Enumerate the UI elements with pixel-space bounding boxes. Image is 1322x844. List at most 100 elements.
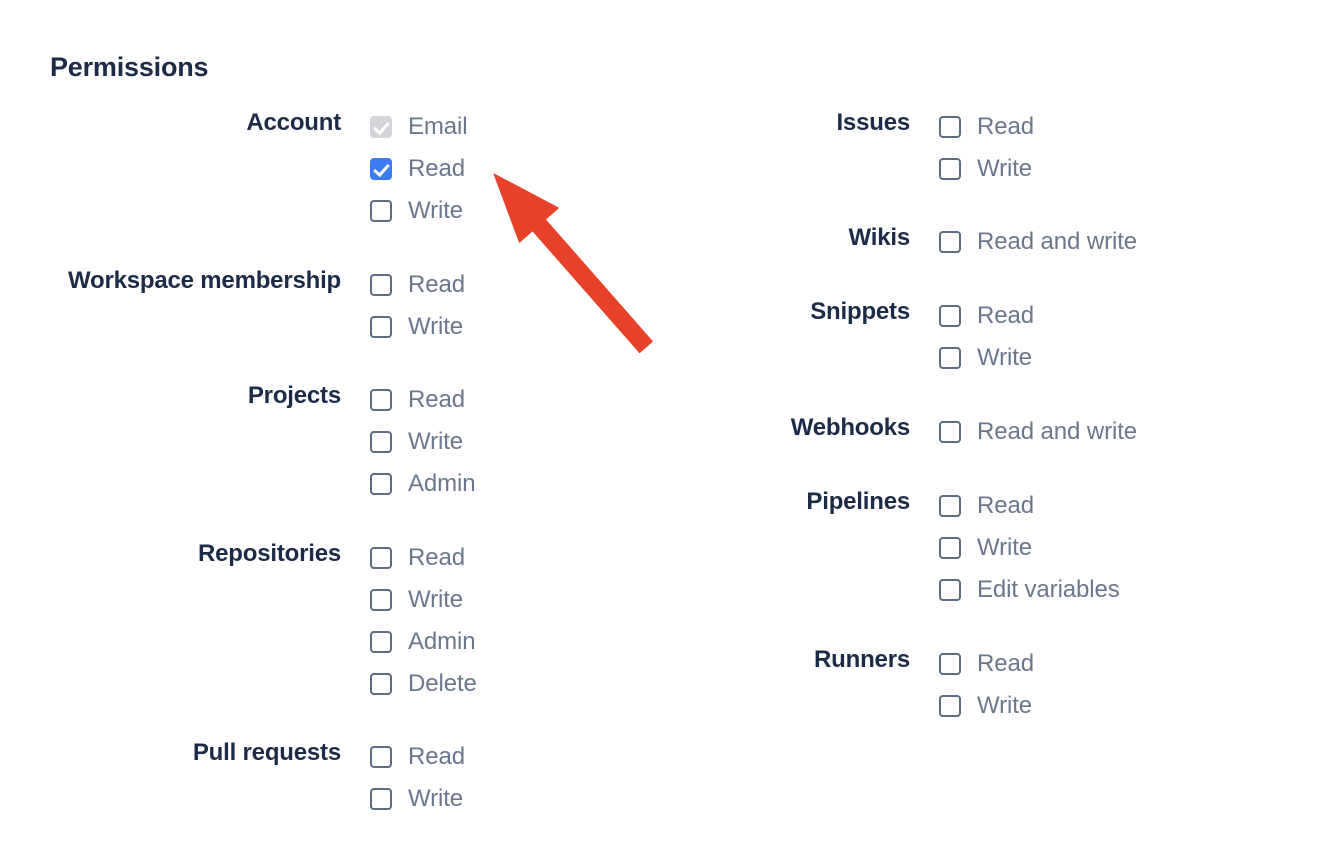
permission-option-row[interactable]: Write xyxy=(370,778,620,820)
permission-option-label: Read xyxy=(408,271,465,298)
permission-option-label: Write xyxy=(977,344,1033,371)
permission-option-row[interactable]: Read xyxy=(939,106,1260,148)
checkbox-unchecked[interactable] xyxy=(370,746,392,768)
permission-option-label: Edit variables xyxy=(977,576,1120,603)
permission-option-row[interactable]: Write xyxy=(939,337,1260,379)
checkbox-unchecked[interactable] xyxy=(939,116,961,138)
permission-option-row[interactable]: Write xyxy=(370,579,620,621)
checkbox-unchecked[interactable] xyxy=(939,231,961,253)
permission-option-row[interactable]: Write xyxy=(939,148,1260,190)
permission-group-label: Repositories xyxy=(198,540,341,567)
permission-option-label: Write xyxy=(408,313,464,340)
permission-option-label: Write xyxy=(408,428,464,455)
permission-option-row[interactable]: Write xyxy=(939,527,1260,569)
permission-option-label: Read xyxy=(977,650,1034,677)
permission-option-row[interactable]: Write xyxy=(370,421,620,463)
permission-option-label: Write xyxy=(977,534,1033,561)
permission-group-label: Runners xyxy=(814,646,910,673)
permission-option-label: Read xyxy=(977,113,1034,140)
permission-option-row[interactable]: Read xyxy=(370,736,620,778)
permission-group: Wikis Read and write xyxy=(660,221,1260,263)
checkbox-unchecked[interactable] xyxy=(939,421,961,443)
permission-option-row[interactable]: Read xyxy=(939,295,1260,337)
checkbox-unchecked[interactable] xyxy=(370,631,392,653)
permission-group-label: Wikis xyxy=(848,224,911,251)
checkbox-unchecked[interactable] xyxy=(370,316,392,338)
permission-option-label: Read xyxy=(408,386,465,413)
permission-option-row[interactable]: Read and write xyxy=(939,411,1260,453)
permission-group-label: Pipelines xyxy=(806,488,910,515)
permission-option-label: Admin xyxy=(408,628,476,655)
permission-option-row[interactable]: Edit variables xyxy=(939,569,1260,611)
checkbox-unchecked[interactable] xyxy=(939,579,961,601)
checkbox-unchecked[interactable] xyxy=(370,389,392,411)
permission-option-label: Write xyxy=(408,197,464,224)
permission-option-row[interactable]: Read xyxy=(939,643,1260,685)
permission-option-label: Delete xyxy=(408,670,477,697)
permission-group-label: Projects xyxy=(247,382,341,409)
permission-group-label: Webhooks xyxy=(790,414,911,441)
permission-option-label: Admin xyxy=(408,470,476,497)
permission-option-row[interactable]: Admin xyxy=(370,463,620,505)
permission-group: Webhooks Read and write xyxy=(660,411,1260,453)
permission-option-row[interactable]: Write xyxy=(370,190,620,232)
permission-option-label: Read and write xyxy=(977,418,1138,445)
checkbox-unchecked[interactable] xyxy=(370,274,392,296)
page-title: Permissions xyxy=(50,52,209,82)
checkbox-unchecked[interactable] xyxy=(939,305,961,327)
checkbox-unchecked[interactable] xyxy=(370,589,392,611)
permission-option-row[interactable]: Delete xyxy=(370,663,620,705)
checkbox-unchecked[interactable] xyxy=(370,473,392,495)
checkbox-checked-disabled xyxy=(370,116,392,138)
checkbox-unchecked[interactable] xyxy=(370,788,392,810)
permission-group-label: Account xyxy=(246,109,341,136)
checkbox-unchecked[interactable] xyxy=(939,653,961,675)
permission-option-row[interactable]: Write xyxy=(370,306,620,348)
permission-option-label: Read and write xyxy=(977,228,1138,255)
checkbox-unchecked[interactable] xyxy=(370,547,392,569)
checkbox-unchecked[interactable] xyxy=(370,431,392,453)
permission-option-label: Email xyxy=(408,113,468,140)
permission-option-row[interactable]: Read xyxy=(370,148,620,190)
permission-options: Read and write xyxy=(910,411,1260,453)
checkbox-checked[interactable] xyxy=(370,158,392,180)
permission-option-row[interactable]: Email xyxy=(370,106,620,148)
permission-option-row[interactable]: Admin xyxy=(370,621,620,663)
permission-options: Read and write xyxy=(910,221,1260,263)
permission-option-label: Read xyxy=(408,743,465,770)
permission-option-row[interactable]: Read xyxy=(939,485,1260,527)
permission-option-label: Write xyxy=(408,785,464,812)
checkbox-unchecked[interactable] xyxy=(939,158,961,180)
permission-option-label: Write xyxy=(977,155,1033,182)
permission-group-label: Workspace membership xyxy=(68,267,341,294)
permission-option-row[interactable]: Read xyxy=(370,537,620,579)
checkbox-unchecked[interactable] xyxy=(370,200,392,222)
permission-option-row[interactable]: Write xyxy=(939,685,1260,727)
checkbox-unchecked[interactable] xyxy=(939,347,961,369)
checkbox-unchecked[interactable] xyxy=(939,537,961,559)
checkbox-unchecked[interactable] xyxy=(939,695,961,717)
permission-option-row[interactable]: Read xyxy=(370,379,620,421)
permission-group-label: Issues xyxy=(836,109,910,136)
permission-option-label: Read xyxy=(977,492,1034,519)
checkbox-unchecked[interactable] xyxy=(939,495,961,517)
checkbox-unchecked[interactable] xyxy=(370,673,392,695)
permission-option-row[interactable]: Read xyxy=(370,264,620,306)
permission-option-label: Read xyxy=(408,544,465,571)
permission-option-row[interactable]: Read and write xyxy=(939,221,1260,263)
